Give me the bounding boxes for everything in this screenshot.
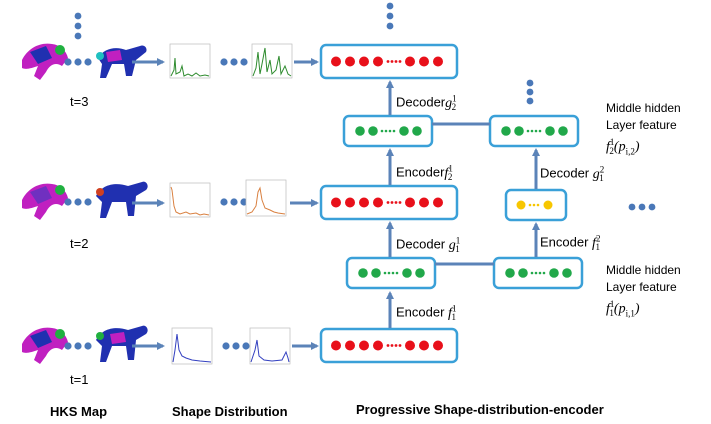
hks-row-t2 [22, 181, 148, 220]
right-vertical-dots [526, 79, 534, 105]
hks-row-t3 [22, 43, 147, 80]
caption-shape-distribution: Shape Distribution [172, 404, 288, 419]
middle-feature-formula-upper: f12(pi,2) [606, 137, 640, 157]
middle-feature-note-upper: Middle hidden Layer feature f12(pi,2) [606, 100, 681, 160]
hks-row-t1 [22, 325, 148, 364]
hks-vertical-dots [74, 12, 82, 40]
label-decoder-g1-1: Decoder g11 [396, 235, 461, 255]
red-dots-t3 [331, 56, 443, 67]
time-label-t1: t=1 [70, 372, 89, 387]
label-decoder-g1-2: Decoder g21 [540, 164, 605, 184]
time-label-t3: t=3 [70, 94, 89, 109]
encoder-vertical-dots [386, 2, 394, 30]
hks-model-left-t3 [22, 43, 68, 80]
hidden-box-t3-right [488, 114, 580, 148]
plot-t3-b [251, 43, 293, 79]
hidden-box-t1-right [492, 256, 584, 290]
plot-t2-b [245, 179, 287, 217]
label-encoder-f1-1: Encoder f11 [396, 303, 457, 323]
plot-t3-dots [220, 58, 248, 66]
feature-box-t3 [319, 43, 459, 80]
hks-model-left-t1 [22, 327, 68, 364]
hks-model-left-t2 [22, 183, 68, 220]
hks-dots-t2 [64, 198, 92, 206]
caption-progressive-encoder: Progressive Shape-distribution-encoder [356, 402, 604, 417]
yellow-box [504, 188, 568, 222]
hidden-box-t3-left [342, 114, 434, 148]
hidden-box-t1-left [345, 256, 437, 290]
label-encoder-f1-2: Encoder f21 [540, 233, 601, 253]
hks-model-right-t2 [96, 181, 148, 218]
hks-dots-t1 [64, 342, 92, 350]
middle-feature-formula-lower: f11(pi,1) [606, 299, 640, 319]
plot-t1-dots [222, 342, 250, 350]
middle-feature-note-lower: Middle hidden Layer feature f11(pi,1) [606, 262, 681, 322]
hks-model-right-t1 [96, 325, 148, 362]
label-decoder-g2-1: Decoderg12 [396, 93, 457, 113]
feature-box-t2 [319, 184, 459, 221]
plot-t2-dots [220, 198, 248, 206]
caption-hks-map: HKS Map [50, 404, 108, 419]
time-label-t2: t=2 [70, 236, 89, 251]
feature-box-t1 [319, 327, 459, 364]
plot-t1-a [171, 327, 213, 365]
far-right-dots [628, 203, 656, 211]
plot-t1-b [249, 327, 291, 365]
plot-t2-a [169, 182, 211, 218]
hks-model-right-t3 [96, 45, 147, 78]
hks-dots-t3 [64, 58, 92, 66]
plot-t3-a [169, 43, 211, 79]
label-encoder-f2-1: Encoderf12 [396, 163, 453, 183]
